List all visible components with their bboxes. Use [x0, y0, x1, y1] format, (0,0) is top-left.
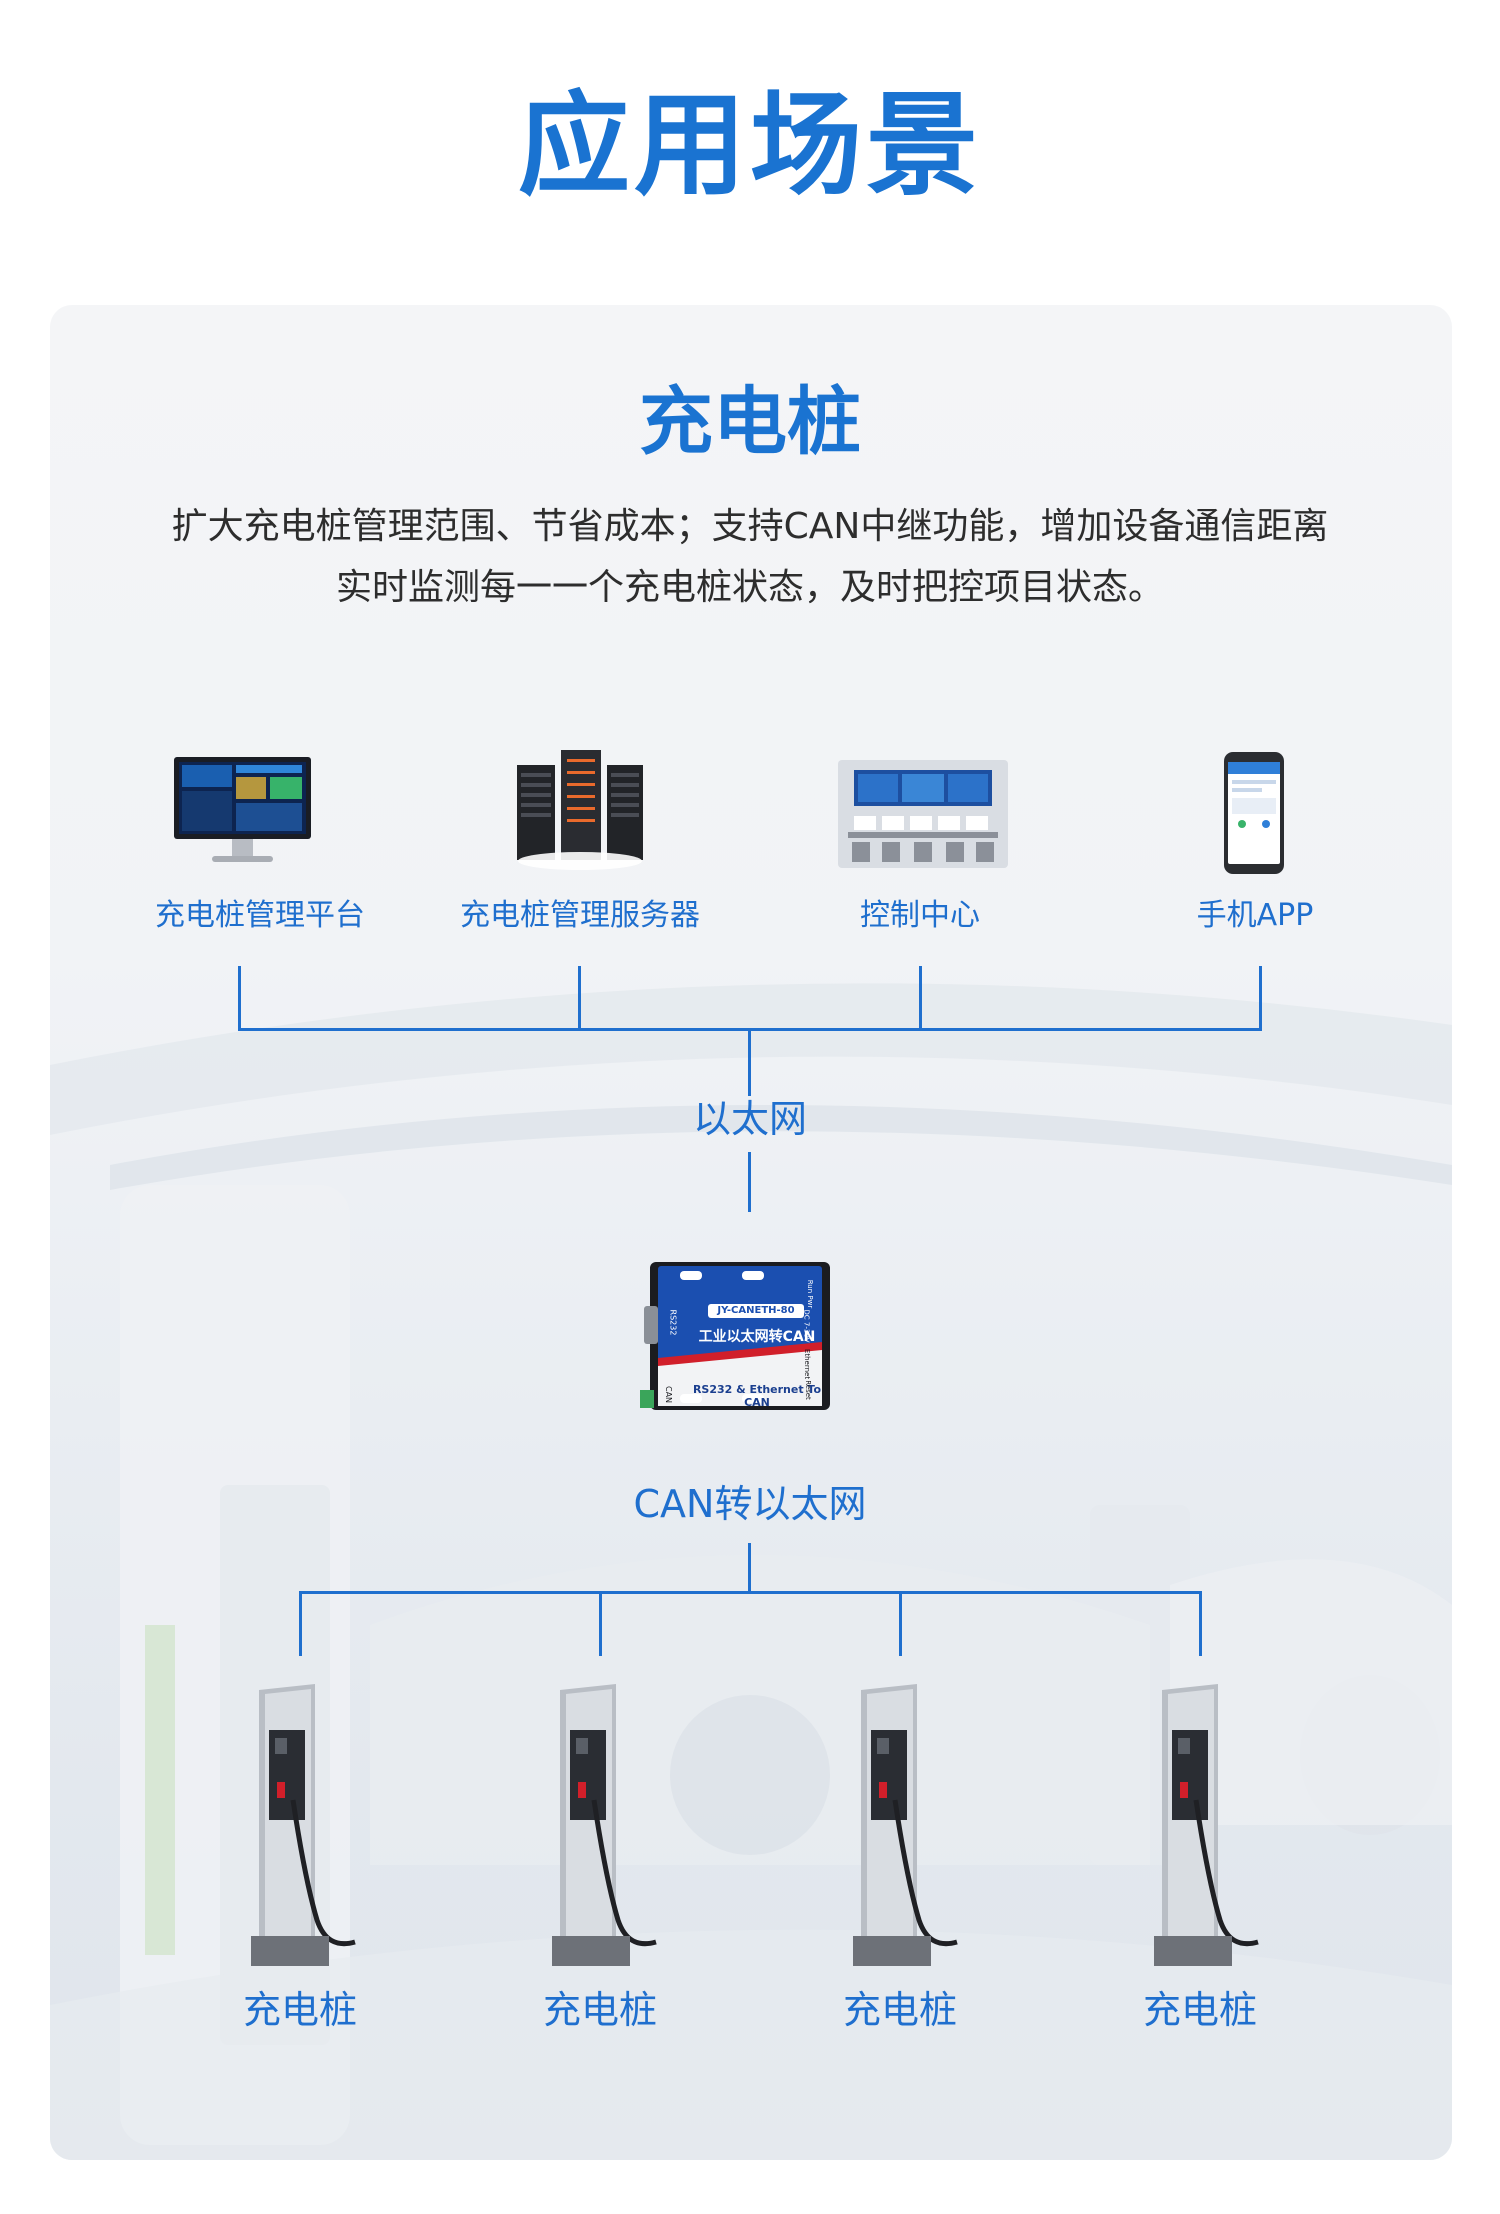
- charging-pile-icon: [245, 1680, 375, 1970]
- charging-pile-icon: [1148, 1680, 1278, 1970]
- gateway-label: CAN转以太网: [633, 1482, 867, 1526]
- gateway-subtitle-1: RS232 & Ethernet To: [692, 1383, 822, 1396]
- gateway-port-run: Run Pwr: [806, 1279, 815, 1309]
- gateway-model: JY-CANETH-80: [708, 1304, 804, 1318]
- connector-platform: [238, 966, 241, 1030]
- charging-pile-icon: [546, 1680, 676, 1970]
- gateway-port-ethernet: Ethernet: [803, 1348, 812, 1380]
- gateway-port-rs232: RS232: [668, 1309, 678, 1336]
- server-rack-icon: [515, 745, 645, 870]
- connector-control-center: [919, 966, 922, 1030]
- description-line-1: 扩大充电桩管理范围、节省成本；支持CAN中继功能，增加设备通信距离: [171, 506, 1329, 547]
- monitor-icon: [170, 755, 315, 870]
- gateway-subtitle-2: CAN: [744, 1396, 770, 1409]
- gateway-drop-line: [748, 1543, 751, 1593]
- gateway-port-power: DC 7-30V: [802, 1309, 811, 1343]
- connector-charger-2: [599, 1591, 602, 1656]
- bus-drop-upper: [748, 1028, 751, 1096]
- bus-drop-lower: [748, 1152, 751, 1212]
- connector-charger-4: [1199, 1591, 1202, 1656]
- connector-charger-3: [899, 1591, 902, 1656]
- connector-mobile-app: [1259, 966, 1262, 1030]
- gateway-port-reset: Reset: [803, 1380, 812, 1400]
- connector-server: [578, 966, 581, 1030]
- node-label-control-center: 控制中心: [860, 898, 980, 933]
- node-label-mobile-app: 手机APP: [1196, 898, 1314, 933]
- gateway-port-can: CAN: [664, 1385, 674, 1404]
- connector-charger-1: [299, 1591, 302, 1656]
- page-title: 应用场景: [518, 81, 982, 211]
- node-label-platform: 充电桩管理平台: [155, 898, 365, 933]
- charging-pile-icon: [847, 1680, 977, 1970]
- ethernet-label: 以太网: [692, 1097, 807, 1141]
- description-line-2: 实时监测每一一个充电桩状态，及时把控项目状态。: [335, 567, 1164, 608]
- charger-label: 充电桩: [542, 1988, 657, 2032]
- node-label-server: 充电桩管理服务器: [460, 898, 700, 933]
- smartphone-icon: [1222, 750, 1286, 876]
- can-ethernet-gateway-device: JY-CANETH-80 工业以太网转CAN RS232 & Ethernet …: [622, 1262, 852, 1410]
- bottom-bus-line: [299, 1591, 1202, 1594]
- control-room-icon: [838, 760, 1008, 868]
- charger-label: 充电桩: [1142, 1988, 1257, 2032]
- charger-label: 充电桩: [242, 1988, 357, 2032]
- gateway-name: 工业以太网转CAN: [698, 1329, 816, 1345]
- charger-label: 充电桩: [842, 1988, 957, 2032]
- section-title: 充电桩: [639, 379, 861, 465]
